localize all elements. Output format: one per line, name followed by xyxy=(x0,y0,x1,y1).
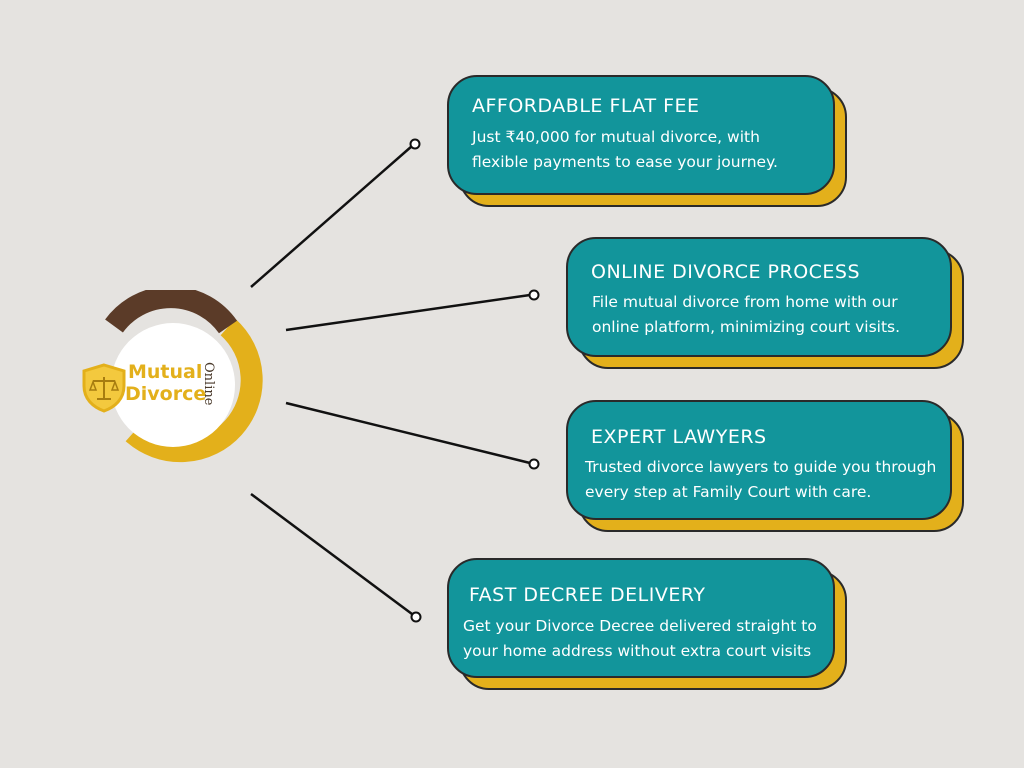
feature-card-online-process: ONLINE DIVORCE PROCESS File mutual divor… xyxy=(566,237,964,369)
connector-dot-1 xyxy=(409,138,421,150)
card-description-line-1: Get your Divorce Decree delivered straig… xyxy=(463,617,817,635)
card-body: AFFORDABLE FLAT FEE Just ₹40,000 for mut… xyxy=(447,75,835,195)
card-description-line-1: Trusted divorce lawyers to guide you thr… xyxy=(585,458,937,476)
card-title: EXPERT LAWYERS xyxy=(591,426,767,448)
feature-card-expert-lawyers: EXPERT LAWYERS Trusted divorce lawyers t… xyxy=(566,400,964,532)
connector-dot-4 xyxy=(410,611,422,623)
logo-word-mutual: Mutual xyxy=(128,361,203,383)
card-description-line-2: your home address without extra court vi… xyxy=(463,642,812,660)
logo-word-divorce: Divorce xyxy=(125,383,207,405)
connector-line-3 xyxy=(285,401,531,465)
card-title: AFFORDABLE FLAT FEE xyxy=(472,95,700,117)
card-description-line-1: Just ₹40,000 for mutual divorce, with xyxy=(472,128,760,146)
mutual-divorce-logo: Mutual Divorce Online xyxy=(78,290,268,480)
connector-line-4 xyxy=(250,492,413,616)
card-body: FAST DECREE DELIVERY Get your Divorce De… xyxy=(447,558,835,678)
logo-ring xyxy=(105,290,263,463)
connector-line-2 xyxy=(285,293,531,332)
card-body: EXPERT LAWYERS Trusted divorce lawyers t… xyxy=(566,400,952,520)
card-description-line-2: every step at Family Court with care. xyxy=(585,483,872,501)
connector-dot-2 xyxy=(528,289,540,301)
card-description-line-2: online platform, minimizing court visits… xyxy=(592,318,901,336)
feature-card-fast-decree: FAST DECREE DELIVERY Get your Divorce De… xyxy=(447,558,847,690)
card-title: FAST DECREE DELIVERY xyxy=(469,584,706,606)
logo-word-online: Online xyxy=(201,362,216,406)
card-title: ONLINE DIVORCE PROCESS xyxy=(591,261,861,283)
shield-scales-icon xyxy=(82,363,126,413)
card-body: ONLINE DIVORCE PROCESS File mutual divor… xyxy=(566,237,952,357)
feature-card-flat-fee: AFFORDABLE FLAT FEE Just ₹40,000 for mut… xyxy=(447,75,847,207)
connector-dot-3 xyxy=(528,458,540,470)
card-description-line-1: File mutual divorce from home with our xyxy=(592,293,898,311)
card-description-line-2: flexible payments to ease your journey. xyxy=(472,153,778,171)
connector-line-1 xyxy=(250,145,413,288)
